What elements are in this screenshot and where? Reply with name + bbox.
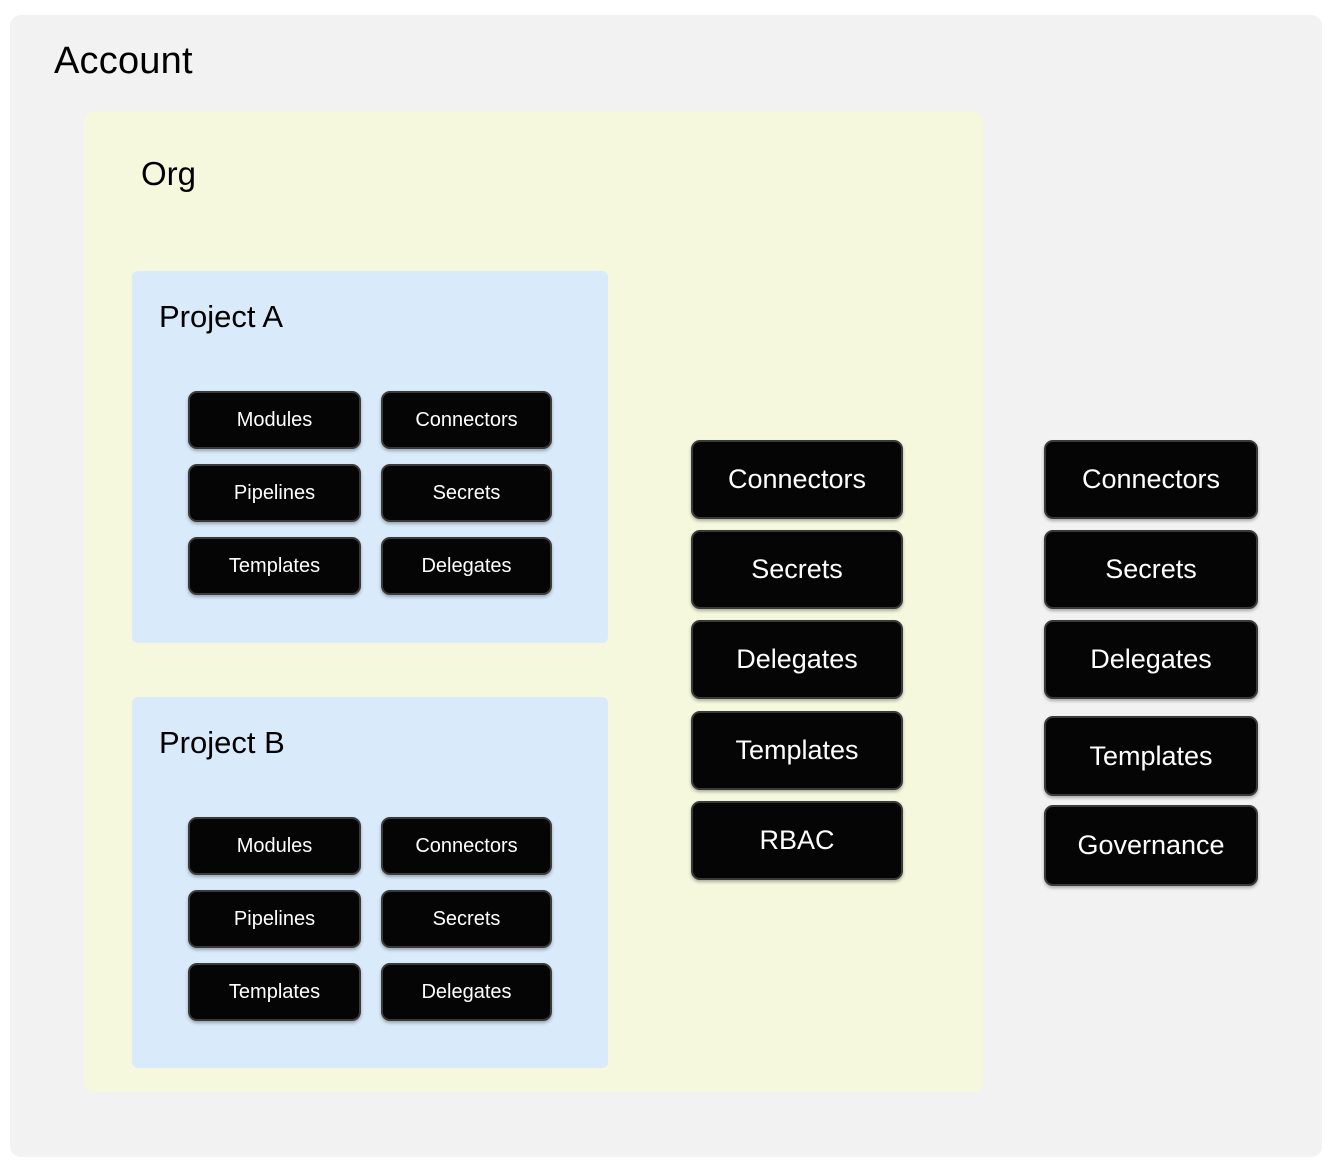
project-b-node-secrets[interactable]: Secrets	[381, 890, 552, 948]
project-b-container: Project B Modules Connectors Pipelines S…	[132, 697, 608, 1068]
org-node-connectors[interactable]: Connectors	[691, 440, 903, 519]
account-scope-label: Account	[54, 40, 193, 82]
project-b-node-templates[interactable]: Templates	[188, 963, 361, 1021]
project-a-node-connectors[interactable]: Connectors	[381, 391, 552, 449]
project-a-node-modules[interactable]: Modules	[188, 391, 361, 449]
project-a-label: Project A	[159, 299, 284, 334]
project-a-node-pipelines[interactable]: Pipelines	[188, 464, 361, 522]
org-node-rbac[interactable]: RBAC	[691, 801, 903, 880]
account-node-secrets[interactable]: Secrets	[1044, 530, 1258, 609]
org-scope-label: Org	[141, 155, 197, 192]
org-node-templates[interactable]: Templates	[691, 711, 903, 790]
account-node-connectors[interactable]: Connectors	[1044, 440, 1258, 519]
account-node-governance[interactable]: Governance	[1044, 805, 1258, 886]
project-b-node-delegates[interactable]: Delegates	[381, 963, 552, 1021]
project-b-node-connectors[interactable]: Connectors	[381, 817, 552, 875]
account-scope-container: Account Org Project A Modules Connectors…	[10, 15, 1322, 1157]
account-node-templates[interactable]: Templates	[1044, 716, 1258, 796]
project-a-node-delegates[interactable]: Delegates	[381, 537, 552, 595]
account-node-delegates[interactable]: Delegates	[1044, 620, 1258, 699]
project-b-label: Project B	[159, 725, 285, 760]
project-b-node-modules[interactable]: Modules	[188, 817, 361, 875]
org-node-delegates[interactable]: Delegates	[691, 620, 903, 699]
project-b-node-pipelines[interactable]: Pipelines	[188, 890, 361, 948]
project-a-node-templates[interactable]: Templates	[188, 537, 361, 595]
project-a-node-secrets[interactable]: Secrets	[381, 464, 552, 522]
project-a-container: Project A Modules Connectors Pipelines S…	[132, 271, 608, 643]
org-node-secrets[interactable]: Secrets	[691, 530, 903, 609]
